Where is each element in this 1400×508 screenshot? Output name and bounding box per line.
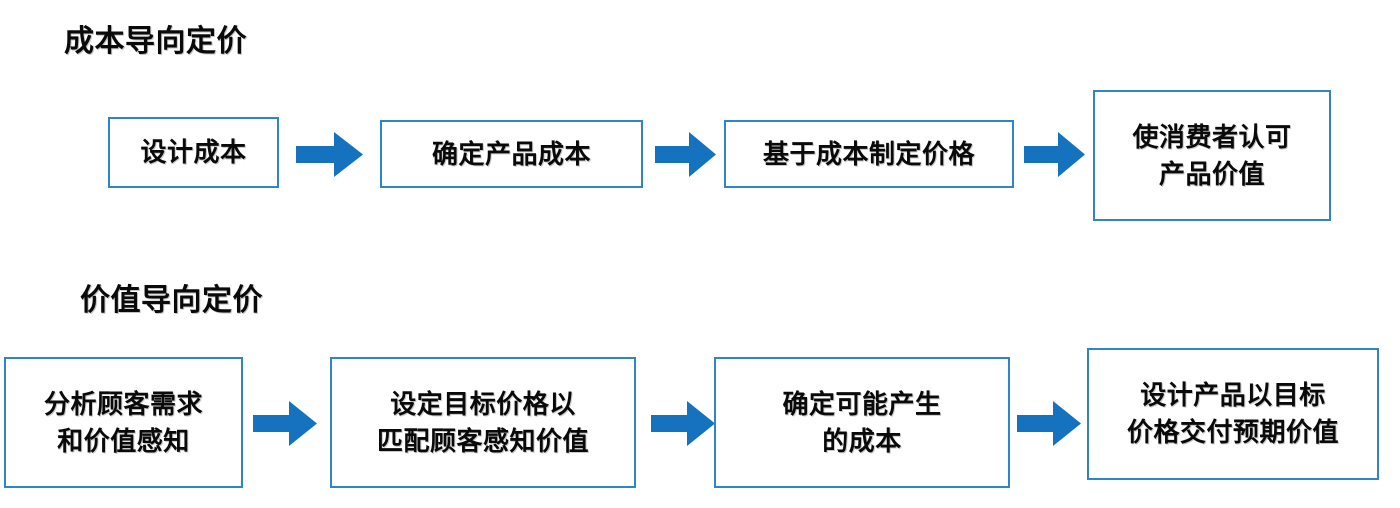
flow-box-line: 设计产品以目标 <box>1140 380 1326 411</box>
flow-box-line: 基于成本制定价格 <box>762 138 975 169</box>
flow-box-value-step-1[interactable]: 分析顾客需求 和价值感知 <box>4 357 243 488</box>
flow-box-line: 匹配顾客感知价值 <box>376 425 589 456</box>
flow-box-line: 价格交付预期价值 <box>1126 417 1339 447</box>
flow-box-value-step-4[interactable]: 设计产品以目标 价格交付预期价值 <box>1087 348 1379 480</box>
flow-box-cost-step-2[interactable]: 确定产品成本 <box>380 120 643 188</box>
flow-box-line: 分析顾客需求 <box>43 388 203 419</box>
section-title-value-oriented: 价值导向定价 <box>80 284 263 317</box>
flow-box-cost-step-3[interactable]: 基于成本制定价格 <box>724 120 1014 188</box>
flow-box-line: 产品价值 <box>1158 158 1265 189</box>
flow-box-value-step-2[interactable]: 设定目标价格以 匹配顾客感知价值 <box>330 357 636 488</box>
arrow-right-icon <box>253 398 317 449</box>
arrow-right-icon <box>655 129 716 180</box>
flow-box-line: 确定可能产生 <box>782 388 942 419</box>
flow-box-line: 设定目标价格以 <box>390 388 576 419</box>
flow-box-line: 的成本 <box>822 425 902 456</box>
arrow-right-icon <box>296 129 363 180</box>
arrow-right-icon <box>1017 398 1081 449</box>
arrow-right-icon <box>1024 129 1085 180</box>
section-title-cost-oriented: 成本导向定价 <box>64 25 247 58</box>
flow-box-value-step-3[interactable]: 确定可能产生 的成本 <box>714 357 1010 488</box>
flow-box-line: 设计成本 <box>140 137 247 168</box>
flow-box-line: 确定产品成本 <box>431 138 591 169</box>
flow-box-line: 和价值感知 <box>57 425 190 456</box>
flow-box-cost-step-1[interactable]: 设计成本 <box>108 117 279 188</box>
arrow-right-icon <box>651 398 715 449</box>
flow-box-cost-step-4[interactable]: 使消费者认可 产品价值 <box>1093 90 1331 221</box>
flow-box-line: 使消费者认可 <box>1132 121 1292 152</box>
